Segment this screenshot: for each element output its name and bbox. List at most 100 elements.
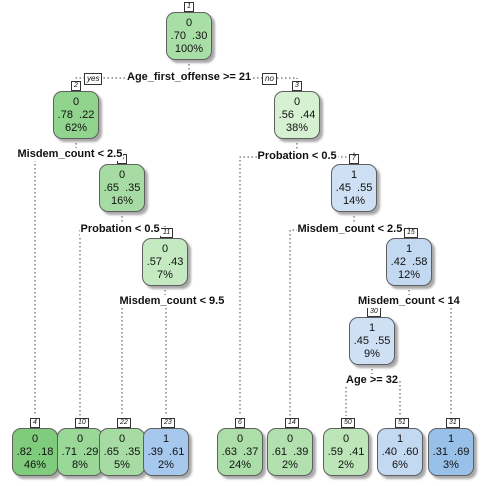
split-rule-label: Misdem_count < 14 [357,295,461,308]
tree-edge [34,154,70,416]
node-probs: .59 .41 [327,445,365,458]
node-probs: .78 .22 [57,108,95,121]
node-number-label: 15 [404,228,418,238]
tree-edge [165,301,172,416]
node-pct: 2% [158,458,174,471]
node-probs: .57 .43 [146,255,184,268]
node-pct: 7% [157,268,173,281]
node-pct: 8% [72,458,88,471]
node-probs: .63 .37 [221,445,259,458]
node-number-label: 31 [446,418,460,428]
split-rule-label: Age >= 32 [345,374,399,387]
node-pct: 12% [397,268,421,281]
split-rule-label: Misdem_count < 2.5 [16,148,124,161]
node-pct: 5% [114,458,130,471]
node-probs: .45 .55 [353,334,391,347]
tree-edge [289,229,350,416]
node-probs: .70 .30 [170,29,208,42]
split-rule-label: Misdem_count < 9.5 [118,295,226,308]
node-number-label: 2 [71,81,81,91]
split-rule-label: Probation < 0.5 [256,150,338,163]
node-cls: 0 [286,432,294,445]
node-pct: 16% [110,194,134,207]
node-cls: 1 [368,321,376,334]
tree-edge [121,301,172,416]
node-number-label: 50 [341,418,355,428]
node-number-label: 10 [75,418,89,428]
node-cls: 0 [31,432,39,445]
node-cls: 0 [293,95,301,108]
node-cls: 1 [405,242,413,255]
split-rule-label: Age_first_offense >= 21 [126,71,253,84]
node-cls: 0 [236,432,244,445]
node-cls: 0 [118,432,126,445]
node-probs: .31 .69 [432,445,470,458]
node-probs: .42 .58 [390,255,428,268]
node-number-label: 51 [395,418,409,428]
node-cls: 1 [396,432,404,445]
branch-yes-tag: yes [84,73,103,85]
branch-no-tag: no [262,73,277,85]
node-probs: .45 .55 [335,181,373,194]
node-pct: 9% [364,347,380,360]
node-cls: 0 [342,432,350,445]
node-probs: .61 .39 [271,445,309,458]
node-pct: 6% [392,458,408,471]
node-number-label: 11 [160,228,174,238]
node-pct: 3% [443,458,459,471]
node-pct: 2% [338,458,354,471]
node-cls: 0 [72,95,80,108]
node-probs: .65 .35 [103,181,141,194]
node-pct: 100% [174,42,204,55]
node-probs: .65 .35 [103,445,141,458]
tree-edge [409,301,452,416]
node-number-label: 22 [117,418,131,428]
node-pct: 62% [64,121,88,134]
node-number-label: 30 [367,307,381,317]
node-probs: .82 .18 [16,445,54,458]
tree-edge [239,156,297,416]
node-probs: .39 .61 [147,445,185,458]
split-rule-label: Probation < 0.5 [79,223,161,236]
node-pct: 14% [342,194,366,207]
tree-edge [75,77,189,79]
node-cls: 0 [185,16,193,29]
node-pct: 38% [285,121,309,134]
tree-edge [79,229,120,416]
node-cls: 0 [76,432,84,445]
node-number-label: 14 [285,418,299,428]
node-pct: 46% [23,458,47,471]
node-cls: 0 [118,168,126,181]
node-number-label: 7 [349,154,359,164]
node-cls: 1 [447,432,455,445]
node-pct: 2% [282,458,298,471]
node-number-label: 3 [292,81,302,91]
node-number-label: 23 [161,418,175,428]
node-number-label: 4 [30,418,40,428]
node-probs: .40 .60 [381,445,419,458]
node-number-label: 6 [235,418,245,428]
node-pct: 24% [228,458,252,471]
split-rule-label: Misdem_count < 2.5 [296,223,404,236]
node-cls: 1 [350,168,358,181]
node-number-label: 1 [184,2,194,12]
node-cls: 0 [161,242,169,255]
node-probs: .56 .44 [278,108,316,121]
node-cls: 1 [162,432,170,445]
